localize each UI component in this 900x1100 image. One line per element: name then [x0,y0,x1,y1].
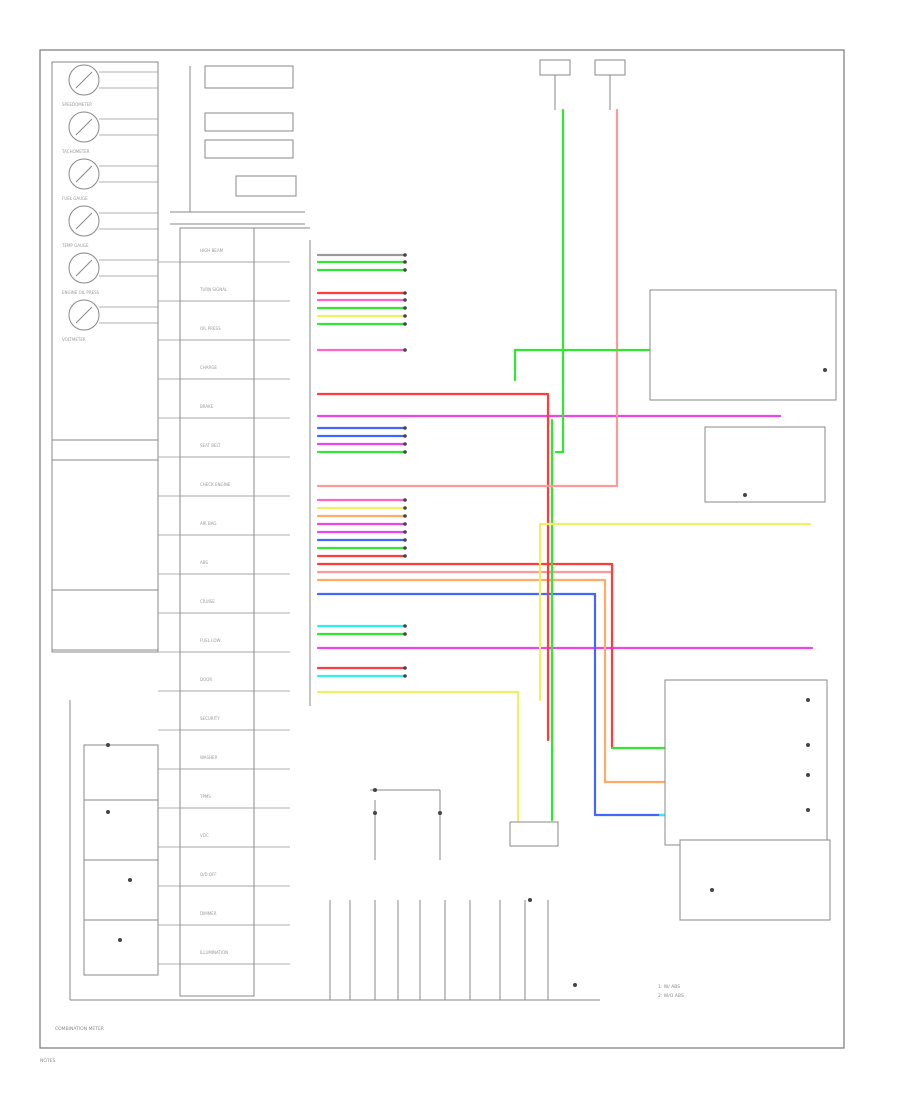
gauge: TEMP GAUGE [61,205,158,248]
meter-cell-label: TPMS [199,794,211,799]
meter-cell: BRAKE [158,404,290,419]
legend: 1: W/ ABS 2: W/O ABS [658,984,684,999]
gauge: FUEL GAUGE [62,158,158,201]
meter-cell: FUEL LOW [158,638,290,653]
legend-item-2: 2: W/O ABS [658,993,684,999]
gauge-label: FUEL GAUGE [62,196,88,201]
meter-cell: ABS [158,560,290,575]
meter-cell-label: CHECK ENGINE [200,482,231,487]
bottom-modules [329,788,577,1000]
meter-cell-label: TURN SIGNAL [199,287,228,292]
corner-label: NOTES [40,1058,56,1064]
lower-left-section [69,700,600,1001]
meter-cell-label: BRAKE [200,404,214,409]
gauge: VOLTMETER [62,299,158,342]
top-switches [170,65,305,225]
meter-cell-label: CRUISE [200,599,215,604]
gauge-label: SPEEDOMETER [62,102,92,107]
legend-item-1: 1: W/ ABS [658,984,680,990]
meter-cell: HIGH BEAM [158,248,290,263]
meter-cell: TURN SIGNAL [158,287,290,302]
meter-cell: CRUISE [158,599,290,614]
meter-cell: TPMS [158,794,290,809]
meter-cell-label: DIMMER [200,911,217,916]
meter-cell-label: SECURITY [200,716,220,721]
meter-cell-label: WASHER [200,755,218,760]
meter-cell: VDC [158,833,290,848]
meter-cell: OIL PRESS [158,326,290,341]
meter-cell: DOOR [158,677,290,692]
gauge: ENGINE OIL PRESS [62,252,158,295]
gauge-label: TEMP GAUGE [61,243,89,248]
meter-cell: SECURITY [158,716,290,731]
footer-label: COMBINATION METER [55,1026,104,1032]
meter-cell: O/D OFF [158,872,290,887]
meter-cell-column: HIGH BEAM TURN SIGNAL OIL PRESS CHARGE BRAKE… [158,227,290,997]
meter-cell-label: FUEL LOW [200,638,220,643]
meter-cell: AIR BAG [158,521,290,536]
meter-cell: WASHER [158,755,290,770]
gauge-label: TACHOMETER [61,149,90,154]
gauge-label: VOLTMETER [62,337,86,342]
meter-cell: DIMMER [158,911,290,926]
meter-cell: SEAT BELT [158,443,290,458]
power-feeds [539,59,626,110]
meter-cell-label: O/D OFF [200,872,217,877]
meter-cell: CHARGE [158,365,290,380]
gauge: SPEEDOMETER [62,64,158,107]
diagram-frame [39,49,845,1049]
meter-cell-label: VDC [200,833,209,838]
meter-cell-label: DOOR [200,677,212,682]
meter-cell-label: OIL PRESS [200,326,221,331]
meter-cell-label: CHARGE [200,365,217,370]
meter-cell-label: ABS [200,560,208,565]
right-components [509,289,837,921]
gauge: TACHOMETER [61,111,158,154]
meter-cell: CHECK ENGINE [158,482,290,497]
meter-cell-label: HIGH BEAM [200,248,224,253]
meter-cell: ILLUMINATION [158,950,290,965]
meter-cell-label: ILLUMINATION [200,950,228,955]
combination-meter-panel: SPEEDOMETER TACHOMETER FUEL GAUGE TEMP GAUG… [51,61,159,653]
meter-cell-label: SEAT BELT [200,443,221,448]
meter-cell-label: AIR BAG [200,521,216,526]
connector-pins [254,227,311,706]
gauge-label: ENGINE OIL PRESS [62,290,100,295]
